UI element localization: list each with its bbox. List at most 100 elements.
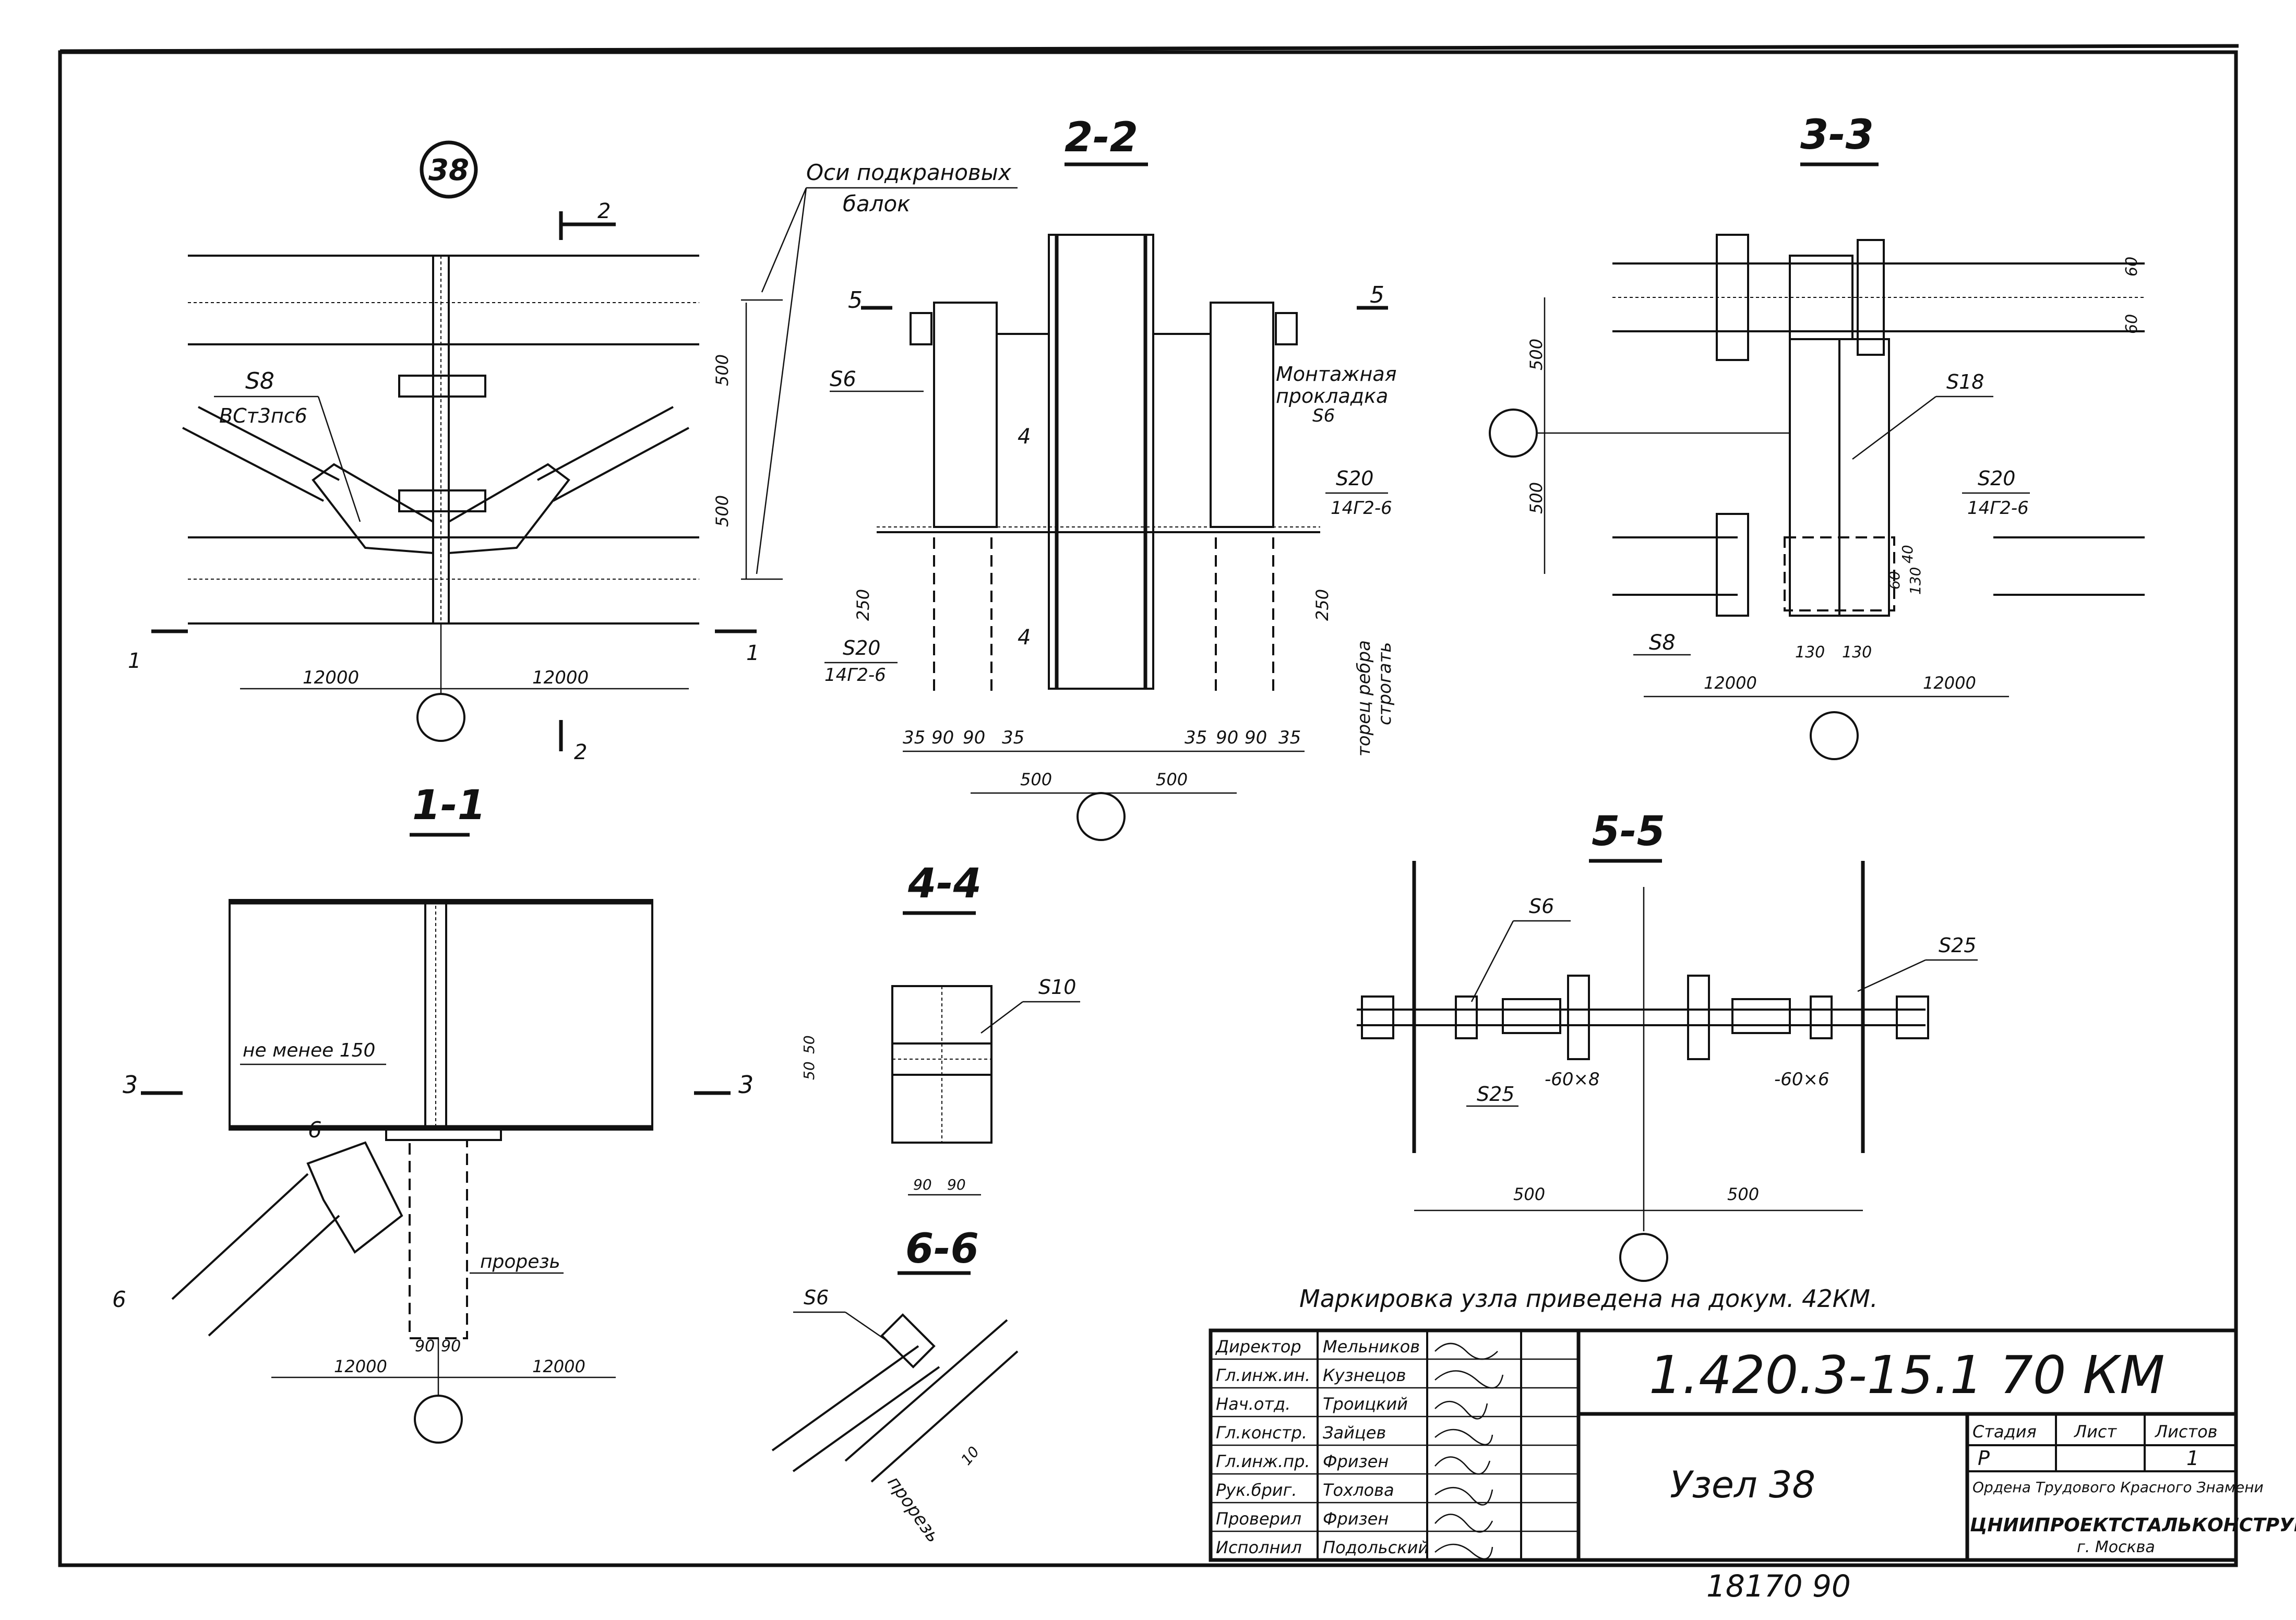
stage-value: Р [1978,1447,1990,1470]
section-title-3-3: 3-3 [1800,112,1874,159]
dim-250-a: 250 [853,589,873,621]
section-title-5-5: 5-5 [1592,808,1665,855]
view-node-38: 38 2 2 1 1 [128,140,1018,764]
dim-500-e: 500 [1513,1184,1545,1204]
dim-35-c: 35 [1185,727,1207,748]
slot-label-11: прорезь [480,1251,560,1273]
steel-grade: ВСт3пс6 [219,404,307,427]
dim-12000-d: 12000 [1923,673,1976,693]
grade-33: 14Г2-6 [1967,498,2029,519]
archive-number: 18170 90 [1706,1568,1851,1604]
rib-end-2: строгать [1374,642,1395,725]
sheet-border [58,50,2238,1567]
grade-left: 14Г2-6 [824,665,886,686]
mark-s10: S10 [1038,976,1076,999]
not-less-label: не менее 150 [243,1040,375,1061]
dim-90-c: 90 [1216,727,1238,748]
mark-s25-left: S25 [1477,1083,1514,1106]
dim-90-f: 90 [441,1337,461,1355]
tb-name-0: Мельников [1323,1337,1420,1357]
mark-s8-33: S8 [1649,631,1676,655]
title-block: Директор Мельников Гл.инж.ин. Кузнецов Н… [1209,1328,2296,1562]
dim-12000-c: 12000 [1704,673,1757,693]
mark-s6-66: S6 [804,1286,829,1309]
mark-s20-right: S20 [1336,467,1373,490]
dim-12000-e: 12000 [334,1357,387,1376]
tb-role-1: Гл.инж.ин. [1216,1365,1310,1385]
node-title: Узел 38 [1670,1463,1815,1506]
stage-header: Стадия [1972,1422,2037,1442]
tb-name-7: Подольский [1323,1538,1429,1557]
mark-s6-left: S6 [830,367,856,391]
dim-130-b: 130 [1842,643,1872,662]
section-4-4: 4-4 90 90 50 50 S10 [800,860,1080,1196]
section-mark-6-left: 6 [112,1287,126,1312]
node-badge [420,140,478,199]
dim-10: 10 [958,1443,983,1469]
dim-50-b: 50 [800,1035,818,1054]
section-title-6-6: 6-6 [905,1226,979,1273]
section-mark-2-top: 2 [597,199,611,223]
dim-35-b: 35 [1002,727,1024,748]
grade-right: 14Г2-6 [1331,498,1392,519]
axes-note-line1: Оси подкрановых [806,160,1012,185]
section-1-1: 1-1 12000 12000 90 90 не менее 150 проре… [112,782,754,1444]
tb-role-6: Проверил [1216,1509,1301,1529]
signatures [1434,1342,1504,1560]
dim-500-d: 500 [1526,482,1546,514]
dim-90-d: 90 [1245,727,1267,748]
montage-line1: Монтажная [1276,363,1397,386]
section-mark-1-left: 1 [128,649,141,673]
dim-60-b: 60 [2123,314,2141,334]
node-badge-text: 38 [428,153,469,187]
org-line2: ЦНИИПРОЕКТСТАЛЬКОНСТРУКЦИЯ [1970,1515,2296,1536]
sheet-header: Лист [2074,1422,2117,1442]
tb-name-3: Зайцев [1323,1423,1386,1443]
dim-12000-left: 12000 [303,667,359,688]
section-mark-6-top: 6 [308,1117,322,1143]
marking-note: Маркировка узла приведена на докум. 42КМ… [1299,1285,1878,1313]
dim-35-d: 35 [1278,727,1301,748]
tb-role-3: Гл.констр. [1216,1423,1307,1443]
tb-name-5: Тохлова [1323,1480,1394,1500]
section-mark-5-left: 5 [848,287,863,314]
section-5-5: 5-5 500 500 S6 S25 S25 -60×8 -60×6 [1357,808,1978,1282]
section-mark-4-bottom: 4 [1018,626,1031,650]
dim-500-lower: 500 [712,495,732,527]
org-line1: Ордена Трудового Красного Знамени [1972,1479,2264,1496]
tb-role-5: Рук.бриг. [1216,1480,1297,1500]
dim-90-e: 90 [415,1337,435,1355]
section-mark-5-right: 5 [1370,282,1384,308]
dim-60-a: 60 [2123,257,2141,277]
section-mark-3-right: 3 [738,1071,754,1099]
sheets-header: Листов [2155,1422,2218,1442]
tb-name-1: Кузнецов [1323,1365,1406,1385]
dim-130-v: 130 [1907,567,1924,595]
section-3-3: 3-3 500 500 60 60 40 60 130 130 130 [1489,112,2145,760]
dim-60-c: 60 [1886,571,1903,590]
dim-90-a: 90 [931,727,954,748]
tb-role-0: Директор [1215,1337,1301,1357]
dim-500-upper: 500 [712,354,732,386]
section-mark-2-bottom: 2 [574,740,587,764]
mark-s6-55: S6 [1529,895,1554,918]
tb-name-6: Фризен [1323,1509,1389,1529]
section-mark-4-top: 4 [1018,425,1031,449]
section-title-2-2: 2-2 [1065,114,1138,161]
section-2-2: 2-2 35 90 90 35 35 90 90 35 500 500 [824,114,1397,841]
doc-code: 1.420.3-15.1 70 КМ [1649,1345,2165,1406]
tb-name-2: Троицкий [1323,1394,1408,1414]
plate-60x6: -60×6 [1774,1069,1829,1090]
tb-role-4: Гл.инж.пр. [1216,1451,1310,1471]
dim-35-a: 35 [903,727,925,748]
montage-line3: S6 [1312,405,1335,426]
dim-500-a: 500 [1020,770,1052,789]
dim-90-h: 90 [947,1176,966,1193]
plate-60x8: -60×8 [1545,1069,1600,1090]
rib-end-1: торец ребра [1354,640,1374,757]
steel-mark-s8: S8 [245,368,274,394]
dim-500-f: 500 [1727,1184,1759,1204]
mark-s25-right: S25 [1939,934,1976,957]
slot-label-66: прорезь [883,1472,944,1546]
section-mark-3-left: 3 [123,1071,138,1099]
